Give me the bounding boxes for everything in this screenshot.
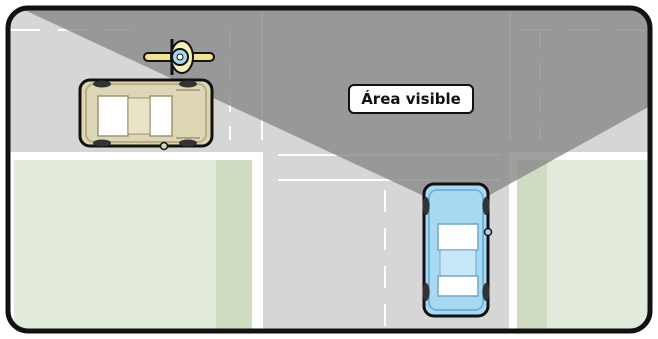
- visible-area-label: Área visible: [348, 84, 474, 114]
- blue-car: [422, 182, 493, 318]
- bicycle: [143, 39, 215, 75]
- sidewalk-left: [8, 152, 263, 331]
- illustration-frame: [5, 5, 653, 334]
- beige-car: [78, 78, 214, 151]
- sidewalk-right: [509, 152, 650, 331]
